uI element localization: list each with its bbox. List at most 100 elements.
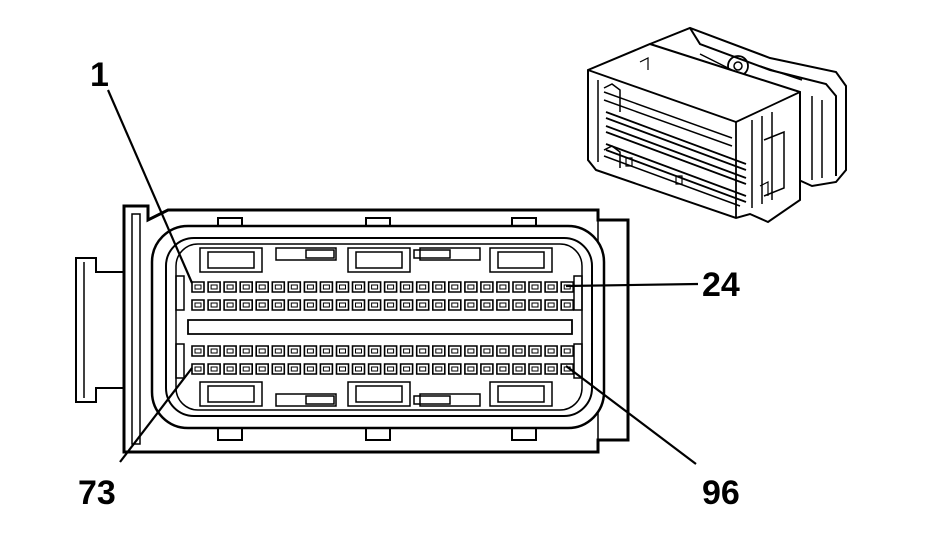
pin-terminal	[516, 349, 522, 353]
pin-terminal	[211, 303, 217, 307]
pin-terminal	[243, 303, 249, 307]
pin-terminal	[564, 303, 570, 307]
pin-cavity	[208, 300, 220, 310]
pin-terminal	[468, 285, 474, 289]
pin-cavity	[529, 346, 541, 356]
pin-cavity	[433, 282, 445, 292]
pin-cavity	[545, 364, 557, 374]
pin-terminal	[452, 349, 458, 353]
pin-cavity	[288, 300, 300, 310]
pin-cavity	[272, 282, 284, 292]
pin-terminal	[275, 303, 281, 307]
pin-cavity	[369, 282, 381, 292]
pin-terminal	[372, 303, 378, 307]
pin-terminal	[356, 349, 362, 353]
pin-terminal	[484, 285, 490, 289]
pin-terminal	[227, 367, 233, 371]
pin-terminal	[195, 349, 201, 353]
pin-terminal	[323, 303, 329, 307]
pin-cavity	[513, 364, 525, 374]
pin-cavity	[417, 282, 429, 292]
pin-cavity	[513, 346, 525, 356]
pin-cavity	[433, 364, 445, 374]
pin-cavity	[465, 300, 477, 310]
pin-terminal	[516, 285, 522, 289]
pin-cavity	[401, 346, 413, 356]
pin-terminal	[195, 303, 201, 307]
pin-cavity	[240, 300, 252, 310]
pin-cavity	[369, 364, 381, 374]
pin-terminal	[452, 285, 458, 289]
pin-terminal	[259, 349, 265, 353]
pin-cavity	[192, 282, 204, 292]
pin-cavity	[337, 282, 349, 292]
pin-cavity	[417, 364, 429, 374]
pin-terminal	[404, 349, 410, 353]
pin-terminal	[468, 367, 474, 371]
pin-terminal	[291, 367, 297, 371]
pin-terminal	[195, 285, 201, 289]
pin-terminal	[340, 303, 346, 307]
pin-cavity	[513, 300, 525, 310]
pin-cavity	[192, 346, 204, 356]
pin-terminal	[500, 285, 506, 289]
pin-cavity	[353, 282, 365, 292]
pin-terminal	[548, 349, 554, 353]
pin-cavity	[337, 364, 349, 374]
leader-pin-96	[566, 366, 696, 464]
pin-cavity	[433, 300, 445, 310]
leader-pin-73	[120, 368, 192, 462]
pin-cavity	[545, 300, 557, 310]
pin-cavity	[417, 346, 429, 356]
pin-terminal	[211, 349, 217, 353]
pin-cavity	[385, 364, 397, 374]
pin-cavity	[304, 364, 316, 374]
pin-terminal	[436, 303, 442, 307]
pin-cavity	[353, 346, 365, 356]
pin-terminal	[211, 285, 217, 289]
pin-terminal	[532, 349, 538, 353]
pin-terminal	[388, 349, 394, 353]
pin-terminal	[291, 303, 297, 307]
pin-terminal	[388, 367, 394, 371]
pin-terminal	[404, 285, 410, 289]
pin-terminal	[275, 367, 281, 371]
pin-terminal	[452, 303, 458, 307]
pin-terminal	[356, 285, 362, 289]
pin-cavity	[288, 364, 300, 374]
pin-terminal	[372, 285, 378, 289]
pin-terminal	[420, 349, 426, 353]
pin-terminal	[532, 367, 538, 371]
pin-cavity	[353, 300, 365, 310]
pin-cavity	[224, 282, 236, 292]
pin-terminal	[307, 349, 313, 353]
pin-cavity	[256, 364, 268, 374]
pin-terminal	[388, 303, 394, 307]
pin-cavity	[256, 282, 268, 292]
pin-cavity	[337, 346, 349, 356]
pin-terminal	[532, 285, 538, 289]
pin-cavity	[497, 346, 509, 356]
pin-cavity	[529, 282, 541, 292]
connector-face-view	[76, 206, 628, 452]
pin-terminal	[323, 367, 329, 371]
pin-terminal	[532, 303, 538, 307]
pin-terminal	[259, 367, 265, 371]
pin-cavity	[465, 364, 477, 374]
pin-cavity	[272, 364, 284, 374]
pin-terminal	[372, 349, 378, 353]
pin-terminal	[227, 349, 233, 353]
pin-cavity	[304, 346, 316, 356]
pin-cavity	[192, 364, 204, 374]
callout-pin-1: 1	[90, 56, 109, 94]
pin-cavity	[256, 346, 268, 356]
pin-cavity	[513, 282, 525, 292]
pin-cavity	[417, 300, 429, 310]
pin-cavity	[433, 346, 445, 356]
pin-cavity	[240, 282, 252, 292]
pin-cavity	[481, 364, 493, 374]
pin-cavity	[545, 282, 557, 292]
pin-cavity	[272, 300, 284, 310]
pin-terminal	[452, 367, 458, 371]
pin-cavity	[369, 346, 381, 356]
